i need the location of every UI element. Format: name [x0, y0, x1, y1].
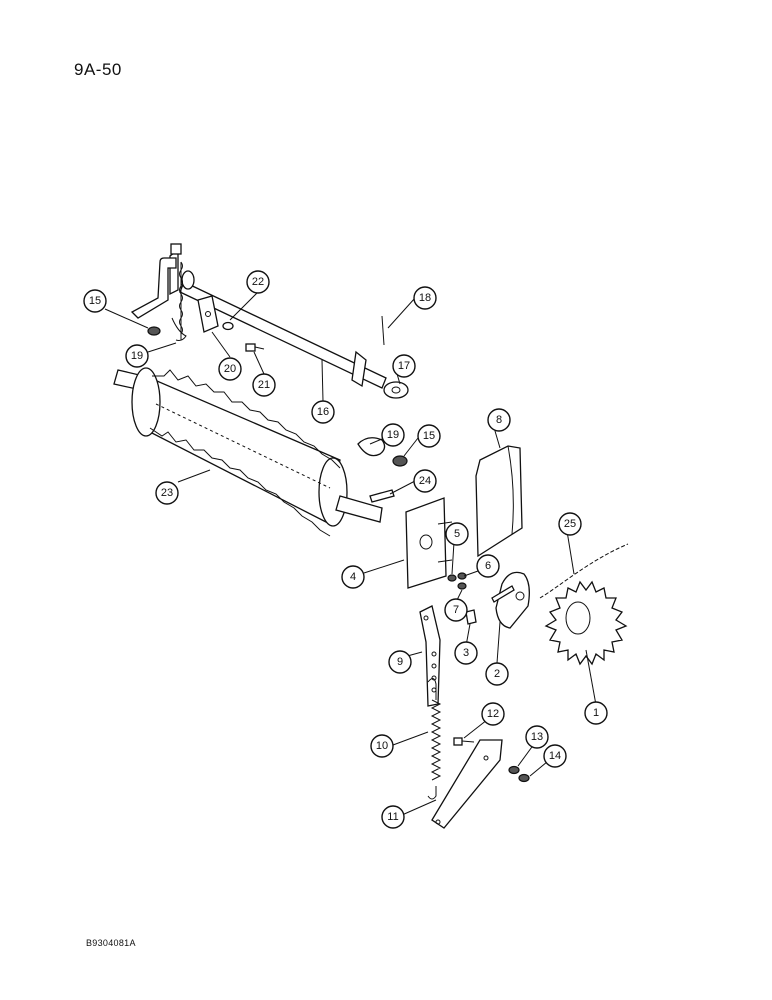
callout-12: 12: [481, 702, 505, 726]
svg-text:19: 19: [131, 350, 143, 362]
svg-text:2: 2: [494, 668, 500, 680]
callout-5: 5: [445, 522, 469, 546]
cam: [491, 571, 530, 629]
svg-text:22: 22: [252, 276, 264, 288]
tension-spring: [427, 678, 442, 800]
svg-text:5: 5: [454, 528, 460, 540]
washer-left: [147, 326, 161, 336]
svg-text:25: 25: [564, 518, 576, 530]
callout-15-right: 15: [417, 424, 441, 448]
callout-15-left: 15: [83, 289, 107, 313]
page-number: 9A-50: [74, 60, 122, 79]
svg-text:23: 23: [161, 487, 173, 499]
drum-roller: [113, 367, 383, 537]
callout-10: 10: [370, 734, 394, 758]
callout-14: 14: [543, 744, 567, 768]
callout-19-right: 19: [381, 423, 405, 447]
svg-text:18: 18: [419, 292, 431, 304]
washer-right: [392, 455, 408, 467]
chain-guide-left: [171, 317, 187, 341]
callout-20: 20: [218, 357, 242, 381]
bearing-plate: [405, 497, 453, 589]
plate-nut: [518, 773, 530, 783]
tension-arm: [419, 605, 441, 707]
callout-22: 22: [246, 270, 270, 294]
mounting-bolt: [453, 737, 475, 746]
svg-text:20: 20: [224, 363, 236, 375]
bracket: [197, 295, 219, 333]
key: [369, 489, 395, 503]
svg-text:14: 14: [549, 750, 561, 762]
washer: [222, 321, 234, 331]
svg-text:9: 9: [397, 656, 403, 668]
svg-text:10: 10: [376, 740, 388, 752]
callout-11: 11: [381, 805, 405, 829]
roller-chain: [539, 543, 629, 599]
plate-washer: [508, 765, 520, 775]
sprocket: [544, 580, 628, 666]
callout-21: 21: [252, 373, 276, 397]
svg-text:21: 21: [258, 379, 270, 391]
callout-24: 24: [413, 469, 437, 493]
svg-text:1: 1: [593, 707, 599, 719]
svg-text:8: 8: [496, 414, 502, 426]
svg-text:7: 7: [453, 604, 459, 616]
callout-1: 1: [584, 701, 608, 725]
svg-text:3: 3: [463, 647, 469, 659]
shield: [475, 445, 523, 558]
svg-text:12: 12: [487, 708, 499, 720]
svg-text:15: 15: [423, 430, 435, 442]
svg-text:15: 15: [89, 295, 101, 307]
lock-washer: [447, 574, 457, 582]
callout-18: 18: [413, 286, 437, 310]
svg-text:17: 17: [398, 360, 410, 372]
callout-13: 13: [525, 725, 549, 749]
callout-19-left: 19: [125, 344, 149, 368]
callout-16: 16: [311, 400, 335, 424]
svg-text:4: 4: [350, 571, 356, 583]
callout-17: 17: [392, 354, 416, 378]
callout-8: 8: [487, 408, 511, 432]
callout-9: 9: [388, 650, 412, 674]
callout-6: 6: [476, 554, 500, 578]
svg-text:24: 24: [419, 475, 431, 487]
svg-text:19: 19: [387, 429, 399, 441]
callout-4: 4: [341, 565, 365, 589]
callout-7: 7: [444, 598, 468, 622]
svg-text:6: 6: [485, 560, 491, 572]
callout-23: 23: [155, 481, 179, 505]
figure-code: B9304081A: [86, 938, 136, 948]
chain-guide-right: [357, 437, 386, 457]
callout-25: 25: [558, 512, 582, 536]
cap-screw: [465, 609, 477, 625]
pin: [381, 315, 385, 346]
callout-2: 2: [485, 662, 509, 686]
bolt: [245, 343, 265, 352]
callout-3: 3: [454, 641, 478, 665]
flange: [383, 381, 409, 399]
svg-text:13: 13: [531, 731, 543, 743]
hex-nut: [457, 582, 467, 590]
svg-text:16: 16: [317, 406, 329, 418]
nut: [457, 572, 467, 580]
cross-shaft: [130, 243, 387, 389]
svg-text:11: 11: [387, 811, 398, 823]
mounting-plate: [431, 739, 503, 829]
